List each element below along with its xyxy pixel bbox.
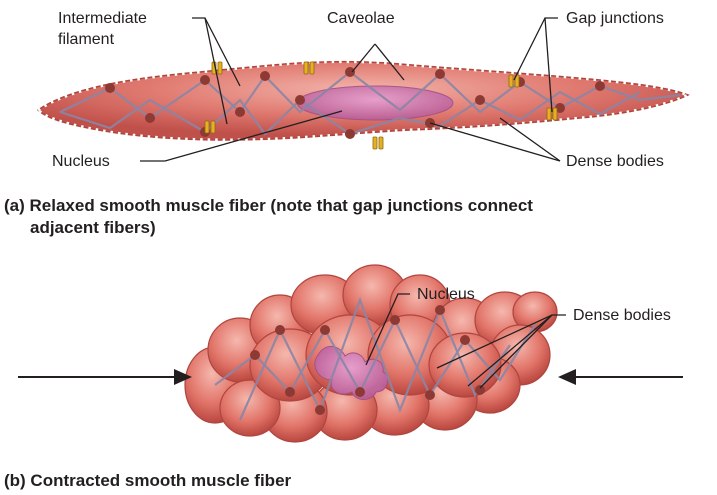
label-nucleus-a: Nucleus bbox=[52, 153, 110, 170]
label-gap-junctions: Gap junctions bbox=[566, 10, 664, 27]
relaxed-fiber bbox=[38, 62, 688, 149]
label-intermediate-filament-1: Intermediate bbox=[58, 10, 147, 27]
caption-b: (b) Contracted smooth muscle fiber bbox=[4, 471, 292, 490]
caption-a-line1: (a) Relaxed smooth muscle fiber (note th… bbox=[4, 196, 533, 215]
caption-a-line2: adjacent fibers) bbox=[30, 218, 156, 237]
label-intermediate-filament-2: filament bbox=[58, 31, 115, 48]
label-dense-bodies-a: Dense bodies bbox=[566, 153, 664, 170]
label-nucleus-b: Nucleus bbox=[417, 286, 475, 303]
label-caveolae: Caveolae bbox=[327, 10, 395, 27]
label-dense-bodies-b: Dense bodies bbox=[573, 307, 671, 324]
